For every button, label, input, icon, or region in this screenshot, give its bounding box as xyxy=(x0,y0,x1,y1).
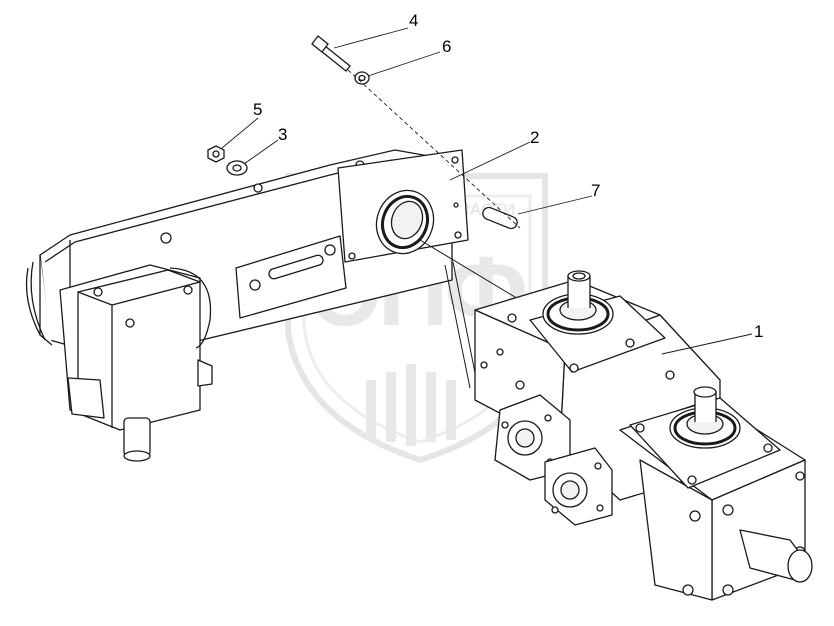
twin-gearbox-assembly xyxy=(474,270,813,601)
callout-5: 5 xyxy=(253,100,262,119)
callout-7: 7 xyxy=(591,181,600,200)
callout-6: 6 xyxy=(442,37,451,56)
callout-leaders xyxy=(221,27,753,355)
callout-1: 1 xyxy=(754,322,763,341)
callout-4: 4 xyxy=(409,11,418,30)
angle-gearbox-left xyxy=(59,264,213,462)
key-part-7 xyxy=(482,206,518,230)
callout-2: 2 xyxy=(530,128,539,147)
callout-3: 3 xyxy=(278,125,287,144)
bolt-part-4 xyxy=(311,35,351,72)
wheat-ears-icon xyxy=(366,364,456,446)
drive-shaft-extension xyxy=(419,239,521,389)
washer-part-3 xyxy=(226,160,248,176)
washer-part-6 xyxy=(354,71,370,85)
callout-labels: 4 6 5 3 2 7 1 xyxy=(253,11,763,341)
nut-part-5 xyxy=(207,145,225,163)
